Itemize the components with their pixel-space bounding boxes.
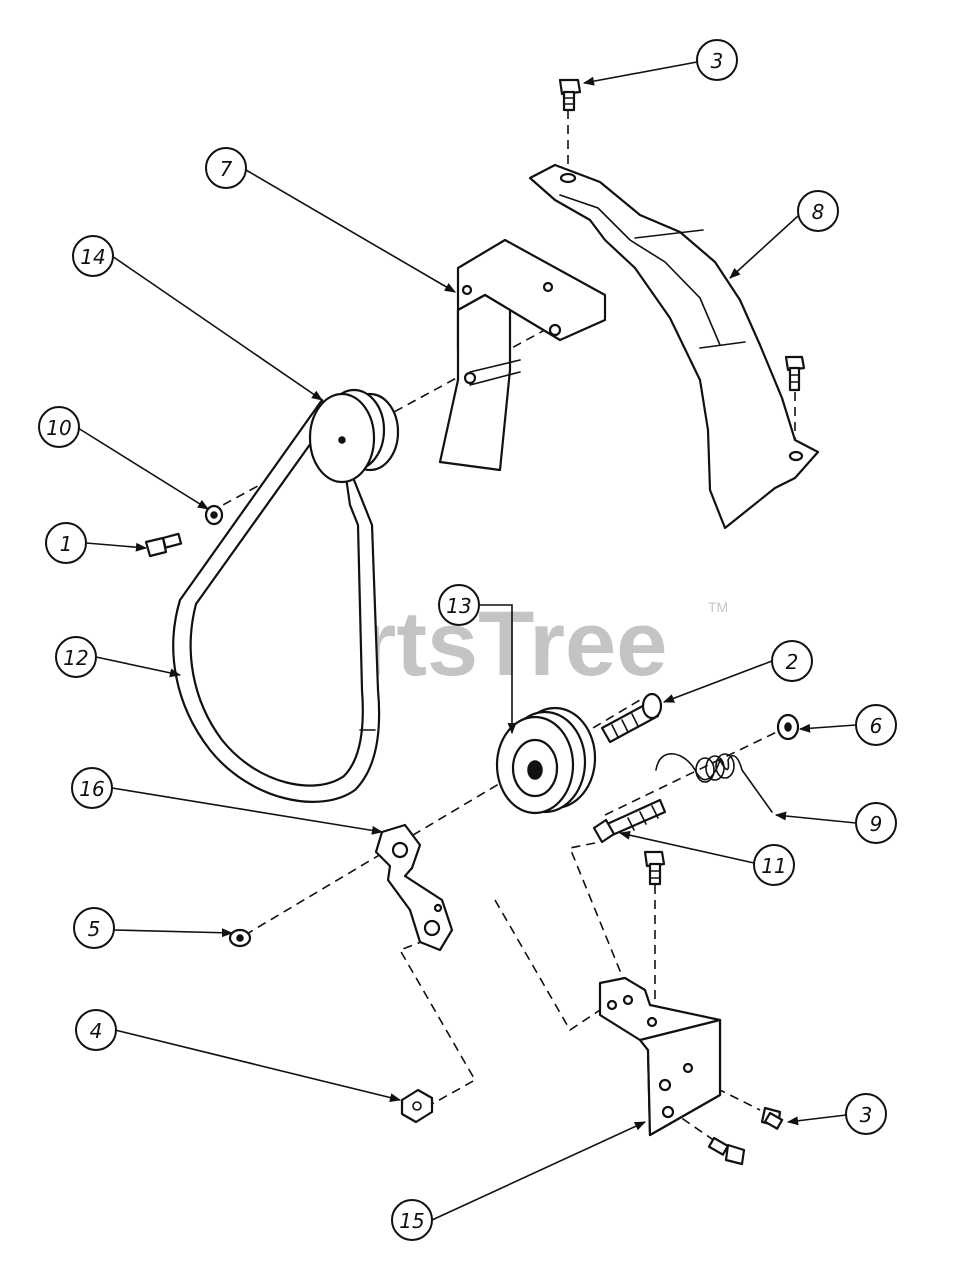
callout-13[interactable]: 13 (438, 584, 480, 626)
callout-11[interactable]: 11 (753, 844, 795, 886)
callout-14-label: 14 (80, 245, 105, 269)
callout-1-label: 1 (60, 532, 73, 556)
callout-13-label: 13 (446, 594, 471, 618)
callout-3-top-label: 3 (711, 49, 724, 73)
callout-5-label: 5 (88, 917, 101, 941)
part-16-idler-arm (374, 823, 454, 952)
nut-4 (400, 1088, 434, 1124)
callout-10-label: 10 (46, 416, 71, 440)
callout-12-label: 12 (63, 646, 88, 670)
part-13-idler-pulley (495, 706, 597, 815)
part-12-v-belt (172, 398, 381, 803)
callout-16[interactable]: 16 (71, 767, 113, 809)
callouts: 3 7 8 14 10 1 12 13 (38, 39, 897, 1241)
callout-14[interactable]: 14 (72, 235, 114, 277)
callout-3-top[interactable]: 3 (696, 39, 738, 81)
callout-7-label: 7 (220, 157, 233, 181)
callout-1[interactable]: 1 (45, 522, 87, 564)
callout-3-bottom-label: 3 (860, 1103, 873, 1127)
nut-10 (204, 504, 224, 526)
nut-5 (228, 928, 252, 948)
callout-11-label: 11 (761, 854, 786, 878)
part-9-spring (655, 752, 773, 813)
callout-6[interactable]: 6 (855, 704, 897, 746)
bolt-3-bottom (760, 1106, 784, 1130)
hardware (144, 78, 806, 1166)
part-2-shoulder-bolt (600, 692, 663, 744)
callout-4[interactable]: 4 (75, 1009, 117, 1051)
callout-10[interactable]: 10 (38, 406, 80, 448)
callout-15-label: 15 (399, 1209, 424, 1233)
part-11-bolt (592, 798, 667, 844)
bolt-15-lower (707, 1136, 746, 1166)
part-7-bracket (438, 238, 607, 472)
callout-2[interactable]: 2 (771, 640, 813, 682)
callout-15[interactable]: 15 (391, 1199, 433, 1241)
bolt-1 (144, 532, 183, 558)
callout-4-label: 4 (90, 1019, 103, 1043)
leader-lines (77, 61, 857, 1221)
callout-8-label: 8 (812, 200, 825, 224)
part-6-washer (776, 713, 800, 741)
bolt-15-top (643, 850, 666, 886)
bolt-8-right (784, 355, 806, 392)
callout-7[interactable]: 7 (205, 147, 247, 189)
callout-12[interactable]: 12 (55, 636, 97, 678)
part-8-belt-guard (528, 163, 820, 530)
part-14-pulley (308, 388, 400, 484)
callout-6-label: 6 (870, 714, 883, 738)
callout-5[interactable]: 5 (73, 907, 115, 949)
callout-9[interactable]: 9 (855, 802, 897, 844)
callout-2-label: 2 (786, 650, 799, 674)
callout-16-label: 16 (79, 777, 104, 801)
bolt-3-top (558, 78, 582, 112)
part-15-bracket (598, 976, 722, 1137)
watermark-trademark: TM (708, 599, 728, 615)
callout-3-bottom[interactable]: 3 (845, 1093, 887, 1135)
callout-9-label: 9 (870, 812, 883, 836)
callout-8[interactable]: 8 (797, 190, 839, 232)
